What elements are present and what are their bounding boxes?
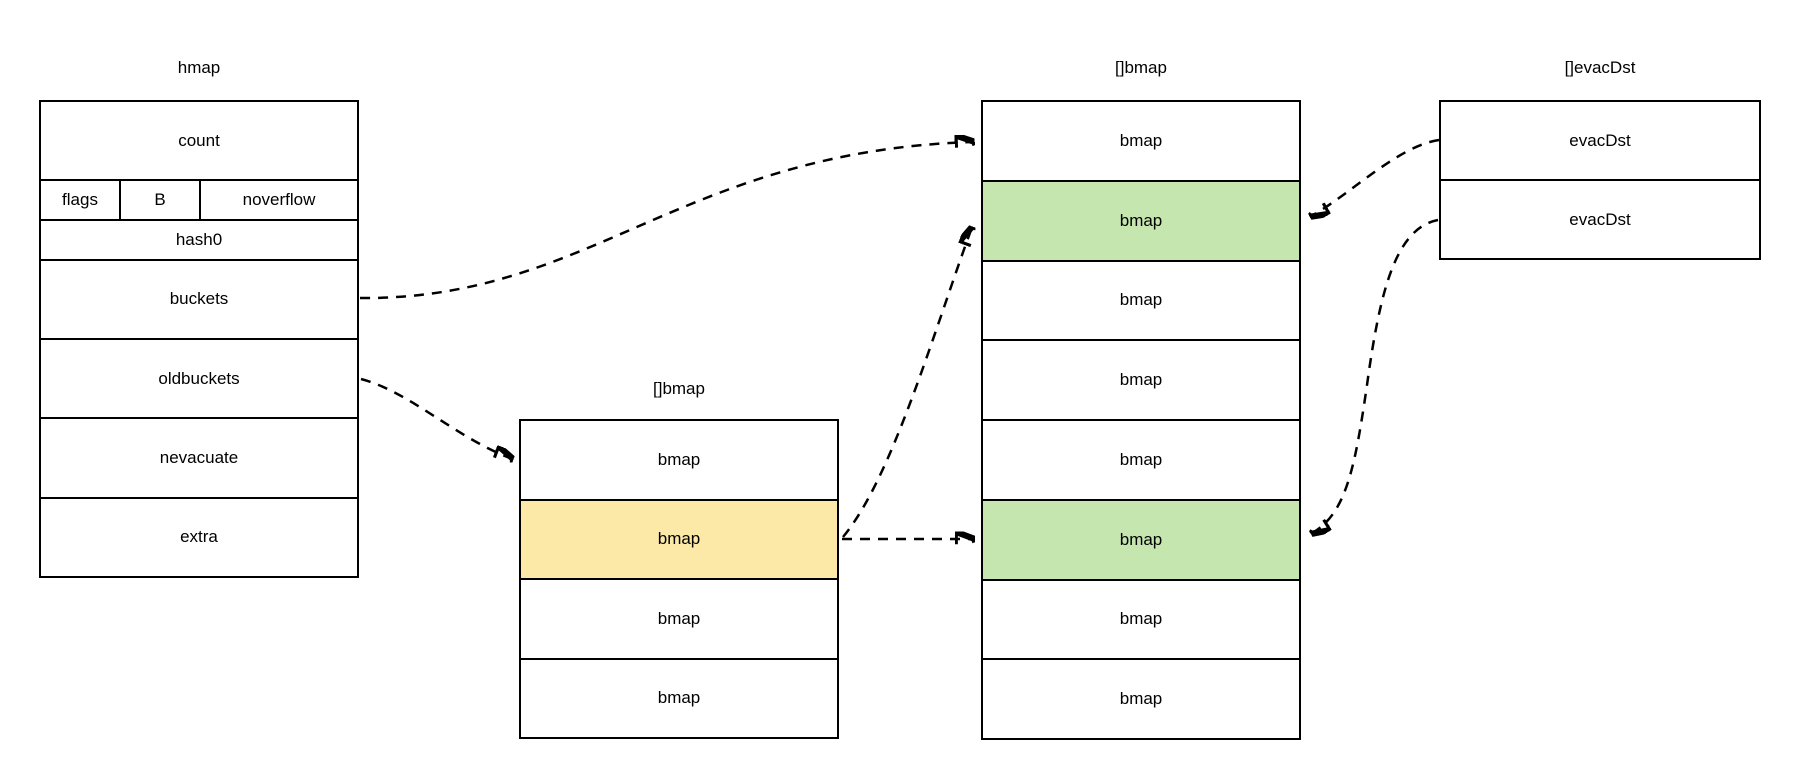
- old-bmap-array-title: []bmap: [653, 379, 705, 398]
- evacdst-cell-1: evacDst: [1441, 179, 1759, 258]
- new-bmap-array-title: []bmap: [1115, 58, 1167, 77]
- arrow-oldbuckets-to-old-bmap: [360, 377, 510, 458]
- new-bmap-cell-7: bmap: [983, 658, 1299, 738]
- evacdst-array-title: []evacDst: [1564, 58, 1636, 77]
- new-bmap-cell-2: bmap: [983, 259, 1299, 340]
- old-bmap-cell-2: bmap: [521, 578, 837, 658]
- evacdst-cell-0: evacDst: [1569, 130, 1631, 150]
- hmap-field-buckets: buckets: [41, 258, 357, 338]
- hmap-field-flags: flags: [62, 190, 98, 210]
- hmap-field-hash0: hash0: [41, 219, 357, 259]
- new-bmap-cell-3: bmap: [983, 339, 1299, 419]
- hmap-field-oldbuckets: oldbuckets: [41, 338, 357, 417]
- arrow-old-bmap-to-new-bmap-upper-green: [842, 230, 971, 538]
- old-bmap-cell-1-evacuating: bmap: [521, 498, 837, 578]
- arrow-evacdst0-to-new-bmap-upper-green: [1313, 138, 1440, 215]
- hmap-field-nevacuate: nevacuate: [41, 417, 357, 496]
- old-bmap-array: bmap bmap bmap bmap: [519, 419, 839, 739]
- new-bmap-cell-0: bmap: [1119, 130, 1163, 150]
- new-bmap-array: bmap bmap bmap bmap bmap bmap bmap bmap: [981, 100, 1301, 740]
- new-bmap-cell-6: bmap: [983, 578, 1299, 659]
- old-bmap-cell-0: bmap: [657, 449, 701, 469]
- hmap-field-row-flags-b-noverflow: flags B noverflow: [41, 179, 357, 219]
- hmap-title: hmap: [177, 58, 221, 77]
- hmap-field-count: count: [178, 130, 220, 150]
- arrow-evacdst1-to-new-bmap-lower-green: [1314, 218, 1439, 532]
- evacdst-array: evacDst evacDst: [1439, 100, 1761, 260]
- new-bmap-cell-1-evacuation-target: bmap: [983, 179, 1299, 260]
- old-bmap-cell-3: bmap: [521, 657, 837, 738]
- hmap-field-b: B: [119, 181, 199, 219]
- new-bmap-cell-5-evacuation-target: bmap: [983, 498, 1299, 579]
- hmap-field-noverflow: noverflow: [199, 181, 357, 219]
- new-bmap-cell-4: bmap: [983, 419, 1299, 499]
- arrow-buckets-to-new-bmap: [359, 142, 971, 300]
- hmap-field-extra: extra: [41, 496, 357, 576]
- hmap-struct: count flags B noverflow hash0 buckets ol…: [39, 100, 359, 578]
